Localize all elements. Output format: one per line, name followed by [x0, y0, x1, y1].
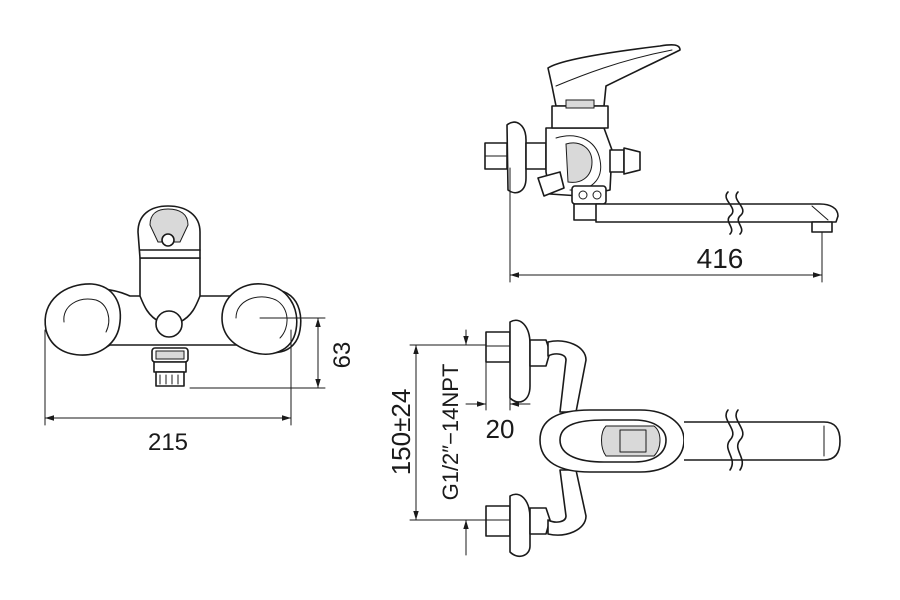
dim-63-label: 63	[329, 342, 356, 369]
dim-thread-label: G1/2″−14NPT	[438, 364, 463, 501]
dim-416-label: 416	[697, 243, 744, 274]
front-view: 215 63	[44, 205, 356, 456]
front-left-connector	[44, 283, 122, 356]
dim-20-label: 20	[486, 414, 515, 444]
side-spout	[595, 203, 839, 223]
front-right-connector	[221, 283, 298, 355]
front-knob-cap	[155, 310, 183, 338]
front-diverter	[151, 347, 189, 387]
top-view: 20 150±24 G1/2″−14NPT	[386, 319, 841, 558]
dim-215-label: 215	[148, 429, 188, 456]
top-lower-flange	[509, 493, 531, 558]
side-handle	[547, 44, 681, 107]
dim-150-label: 150±24	[386, 389, 416, 476]
side-flange	[506, 121, 527, 194]
top-upper-flange	[509, 319, 531, 403]
side-view: 416	[484, 44, 839, 283]
top-spout	[684, 421, 841, 461]
